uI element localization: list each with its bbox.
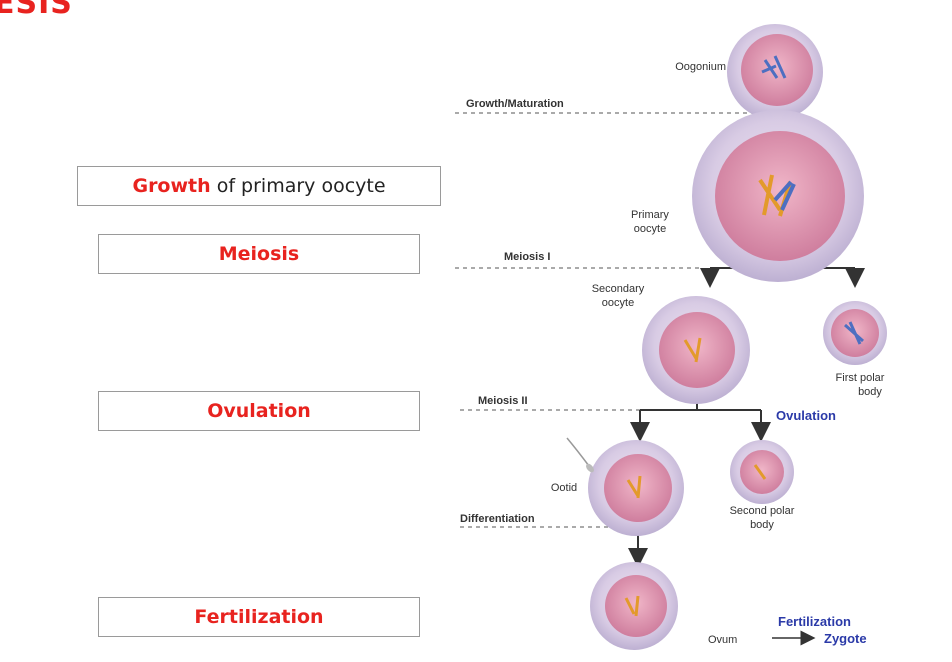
second-polar-body-cell <box>730 440 794 504</box>
label-ovum: Ovum <box>708 634 737 646</box>
label-fertilization: Fertilization <box>778 614 851 629</box>
growth-rest: of primary oocyte <box>210 175 386 197</box>
label-primary-2: oocyte <box>634 223 666 235</box>
label-meiosis1: Meiosis I <box>504 251 550 263</box>
primary-oocyte-cell <box>692 110 864 282</box>
oogonium-cell <box>727 24 823 120</box>
ovulation-label: Ovulation <box>207 400 311 422</box>
label-ovulation: Ovulation <box>776 408 836 423</box>
fertilization-box: Fertilization <box>98 597 420 637</box>
label-primary-1: Primary <box>631 209 669 221</box>
label-ootid: Ootid <box>551 482 577 494</box>
label-first-polar-2: body <box>858 386 882 398</box>
label-secondary-1: Secondary <box>592 283 645 295</box>
fertilization-label: Fertilization <box>194 606 324 628</box>
label-second-polar-2: body <box>750 519 774 531</box>
growth-box: Growth of primary oocyte <box>77 166 441 206</box>
growth-emphasis: Growth <box>132 175 211 197</box>
label-zygote: Zygote <box>824 631 867 646</box>
first-polar-body-cell <box>823 301 887 365</box>
meiosis-label: Meiosis <box>218 243 300 265</box>
label-growth-maturation: Growth/Maturation <box>466 98 564 110</box>
ootid-cell <box>566 437 684 536</box>
label-secondary-2: oocyte <box>602 297 634 309</box>
label-first-polar-1: First polar <box>836 372 885 384</box>
slide-title-fragment: ESIS <box>0 0 73 21</box>
label-differentiation: Differentiation <box>460 513 535 525</box>
ovulation-box: Ovulation <box>98 391 420 431</box>
label-oogonium: Oogonium <box>675 61 726 73</box>
label-second-polar-1: Second polar <box>730 505 795 517</box>
secondary-oocyte-cell <box>642 296 750 404</box>
label-meiosis2: Meiosis II <box>478 395 528 407</box>
meiosis-box: Meiosis <box>98 234 420 274</box>
ovum-cell <box>590 562 678 650</box>
